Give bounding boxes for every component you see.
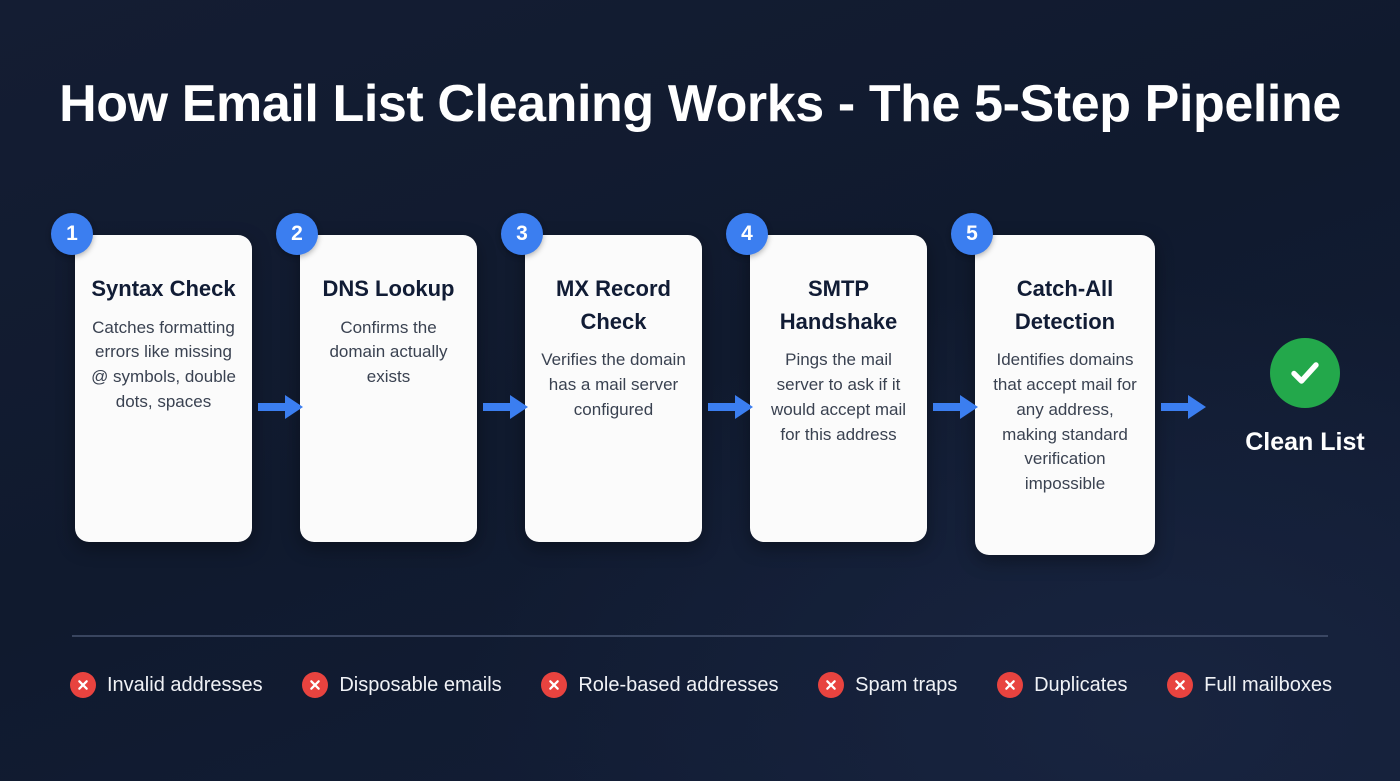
legend-item: Role-based addresses [541, 672, 778, 698]
step-title-3: MX Record Check [556, 276, 671, 334]
legend-item-label: Duplicates [1034, 673, 1128, 696]
x-circle-icon [70, 672, 96, 698]
legend-item-label: Invalid addresses [107, 673, 263, 696]
arrow-right-icon-5 [1161, 392, 1207, 422]
arrow-right-icon-4 [933, 392, 979, 422]
legend-item-label: Spam traps [855, 673, 958, 696]
x-circle-icon [541, 672, 568, 698]
step-title-4: SMTP Handshake [779, 276, 898, 334]
x-circle-icon [818, 672, 845, 698]
step-number-badge-5: 5 [951, 213, 993, 255]
page-title: How Email List Cleaning Works - The 5-St… [59, 75, 1341, 133]
step-card-2[interactable]: 2 DNS Lookup Confirms the domain actuall… [276, 213, 477, 542]
step-description-4: Pings the mail server to ask if it would… [770, 350, 907, 444]
pipeline-result: Clean List [1235, 338, 1375, 457]
check-circle-icon [1270, 338, 1340, 408]
legend-item: Invalid addresses [70, 672, 263, 698]
step-description-3: Verifies the domain has a mail server co… [541, 350, 686, 419]
step-card-1[interactable]: 1 Syntax Check Catches formatting errors… [51, 213, 252, 542]
step-card-5[interactable]: 5 Catch-All Detection Identifies domains… [951, 213, 1155, 555]
x-circle-icon [997, 672, 1024, 698]
arrow-right-icon-2 [483, 392, 529, 422]
step-number-badge-1: 1 [51, 213, 93, 255]
arrow-right-icon-1 [258, 392, 304, 422]
step-title-1: Syntax Check [91, 276, 236, 301]
removed-items-legend: Invalid addresses Disposable emails Role… [70, 672, 1332, 698]
step-description-2: Confirms the domain actually exists [329, 317, 448, 387]
result-label: Clean List [1245, 428, 1365, 456]
step-card-4[interactable]: 4 SMTP Handshake Pings the mail server t… [726, 213, 927, 542]
step-number-badge-4: 4 [726, 213, 768, 255]
legend-item-label: Full mailboxes [1204, 673, 1332, 696]
step-card-3[interactable]: 3 MX Record Check Verifies the domain ha… [501, 213, 702, 542]
step-title-2: DNS Lookup [322, 276, 455, 301]
step-number-badge-3: 3 [501, 213, 543, 255]
legend-item: Duplicates [997, 672, 1127, 698]
legend-item: Disposable emails [302, 672, 502, 698]
legend-item: Spam traps [818, 672, 957, 698]
x-circle-icon [302, 672, 329, 698]
pipeline-flow: 1 Syntax Check Catches formatting errors… [51, 213, 1365, 555]
step-description-5: Identifies domains that accept mail for … [993, 350, 1137, 494]
step-number-badge-2: 2 [276, 213, 318, 255]
legend-item-label: Disposable emails [339, 673, 502, 696]
section-divider [72, 635, 1328, 637]
step-description-1: Catches formatting errors like missing @… [91, 317, 236, 411]
x-circle-icon [1167, 672, 1194, 698]
legend-item: Full mailboxes [1167, 672, 1332, 698]
arrow-right-icon-3 [708, 392, 754, 422]
legend-item-label: Role-based addresses [578, 673, 779, 696]
step-title-5: Catch-All Detection [1014, 276, 1116, 334]
